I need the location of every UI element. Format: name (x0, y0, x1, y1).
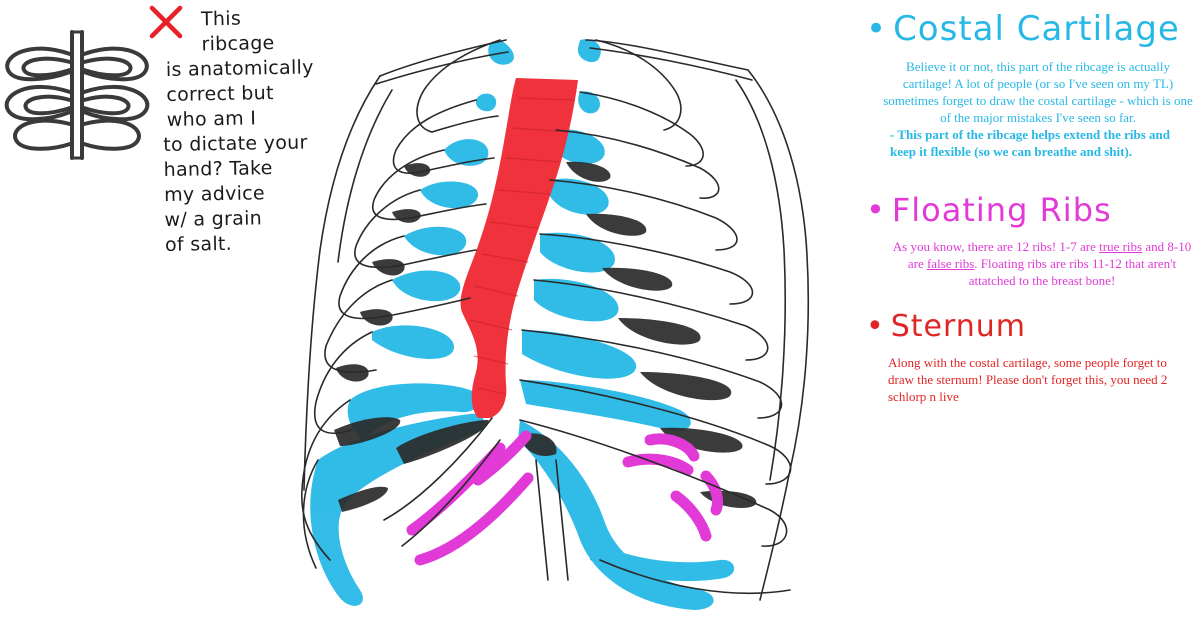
ribcage-illustration (301, 39, 810, 610)
note-line: hand? Take (163, 157, 273, 181)
handwritten-note: This ribcage is anatomically correct but… (163, 5, 355, 258)
sternum-section: •Sternum Along with the costal cartilage… (866, 306, 1196, 405)
incorrect-ribcage-sketch (4, 30, 150, 160)
costal-cartilage-shading (310, 39, 735, 610)
note-line: to dictate your (163, 131, 308, 157)
floating-ribs-text-1: As you know, there are 12 ribs! 1-7 are (892, 239, 1100, 254)
costal-cartilage-body: Believe it or not, this part of the ribc… (882, 58, 1194, 160)
sternum-body: Along with the costal cartilage, some pe… (888, 355, 1168, 404)
rib-shading (334, 161, 757, 512)
bullet-icon: • (866, 9, 888, 49)
ribcage-outline (301, 39, 810, 601)
sternum-shading (460, 78, 578, 418)
floating-ribs-title: Floating Ribs (891, 191, 1112, 229)
costal-cartilage-subnote: - This part of the ribcage helps extend … (890, 127, 1170, 159)
note-line: my advice (163, 182, 266, 206)
costal-cartilage-section: •Costal Cartilage Believe it or not, thi… (866, 6, 1196, 160)
floating-ribs-text-2: and 8-10 are (907, 239, 1192, 271)
note-line: w/ a grain (164, 207, 263, 231)
floating-ribs-text-3: . Floating ribs are ribs 11-12 that aren… (968, 256, 1177, 288)
floating-ribs-heading: •Floating Ribs (866, 188, 1196, 232)
note-line: who am I (166, 107, 257, 131)
bullet-icon: • (866, 191, 886, 229)
false-ribs-term: false ribs (926, 256, 975, 271)
note-line: of salt. (164, 232, 233, 256)
sternum-heading: •Sternum (866, 306, 1196, 348)
costal-cartilage-heading: •Costal Cartilage (866, 6, 1196, 52)
floating-ribs-shading (406, 430, 724, 566)
bullet-icon: • (866, 309, 885, 344)
note-line: This (200, 7, 242, 31)
true-ribs-term: true ribs (1099, 239, 1143, 254)
note-line: ribcage (201, 32, 275, 56)
sternum-title: Sternum (890, 309, 1027, 344)
costal-cartilage-text: Believe it or not, this part of the ribc… (883, 59, 1193, 125)
floating-ribs-section: •Floating Ribs As you know, there are 12… (866, 188, 1196, 289)
costal-cartilage-title: Costal Cartilage (893, 9, 1180, 49)
note-line: correct but (166, 82, 274, 106)
floating-ribs-body: As you know, there are 12 ribs! 1-7 are … (886, 238, 1198, 289)
note-line: is anatomically (165, 56, 314, 81)
wrong-mark-icon (149, 5, 183, 39)
